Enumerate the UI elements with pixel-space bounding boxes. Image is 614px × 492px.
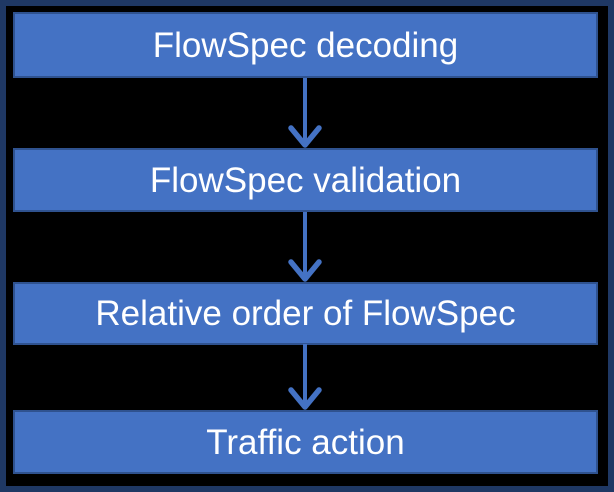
flow-step-label: FlowSpec validation [149, 160, 462, 200]
flow-step-label: FlowSpec decoding [152, 25, 459, 65]
flow-step-flowspec-validation: FlowSpec validation [13, 148, 598, 212]
down-arrow-icon [285, 212, 325, 282]
flow-step-traffic-action: Traffic action [13, 410, 598, 474]
down-arrow-icon [285, 344, 325, 410]
flow-step-label: Traffic action [206, 422, 405, 462]
flow-step-flowspec-decoding: FlowSpec decoding [13, 12, 598, 78]
flow-step-relative-order-of-flowspec: Relative order of FlowSpec [13, 282, 598, 345]
flow-step-label: Relative order of FlowSpec [95, 294, 516, 333]
down-arrow-icon [285, 78, 325, 148]
